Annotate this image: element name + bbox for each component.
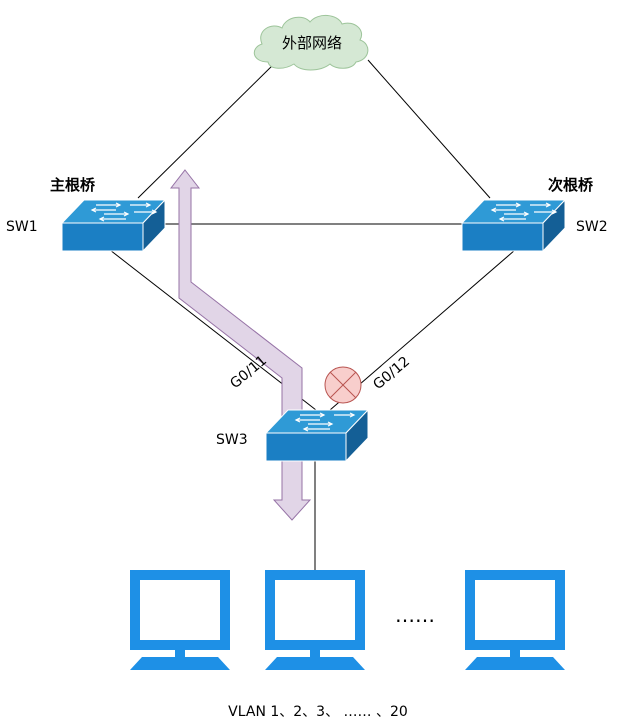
- host-monitor-2: [265, 570, 365, 670]
- network-switch-icon: [264, 408, 370, 463]
- vlan-label: VLAN 1、2、3、 …… 、20: [228, 704, 408, 720]
- bidirectional-arrow-icon: [169, 169, 312, 521]
- link-cloud-sw2: [367, 59, 491, 199]
- link-cloud-sw1: [137, 59, 279, 199]
- blocked-port-icon: [324, 366, 362, 404]
- port-label-forwarding: G0/11: [227, 353, 270, 392]
- network-switch-icon: [460, 198, 567, 253]
- cloud-label: 外部网络: [282, 34, 342, 52]
- cloud-icon: [253, 15, 369, 71]
- switch-sw2-role: 次根桥: [548, 176, 594, 194]
- switch-sw2: 次根桥 SW2: [460, 176, 608, 253]
- hosts-ellipsis: ……: [395, 603, 435, 627]
- switch-sw2-name: SW2: [576, 219, 608, 235]
- host-monitor-1: [130, 570, 230, 670]
- monitor-icon: [130, 570, 230, 670]
- port-label-blocked: G0/12: [370, 354, 413, 393]
- external-network-cloud: 外部网络: [253, 15, 369, 71]
- switch-sw1-name: SW1: [6, 219, 38, 235]
- host-monitor-3: [465, 570, 565, 670]
- switch-sw1-role: 主根桥: [50, 176, 96, 194]
- switch-sw1: 主根桥 SW1: [6, 176, 167, 253]
- monitor-icon: [465, 570, 565, 670]
- switch-sw3-name: SW3: [216, 432, 248, 448]
- links: [109, 59, 516, 573]
- network-switch-icon: [60, 198, 167, 253]
- switch-sw3: SW3: [216, 408, 370, 463]
- monitor-icon: [265, 570, 365, 670]
